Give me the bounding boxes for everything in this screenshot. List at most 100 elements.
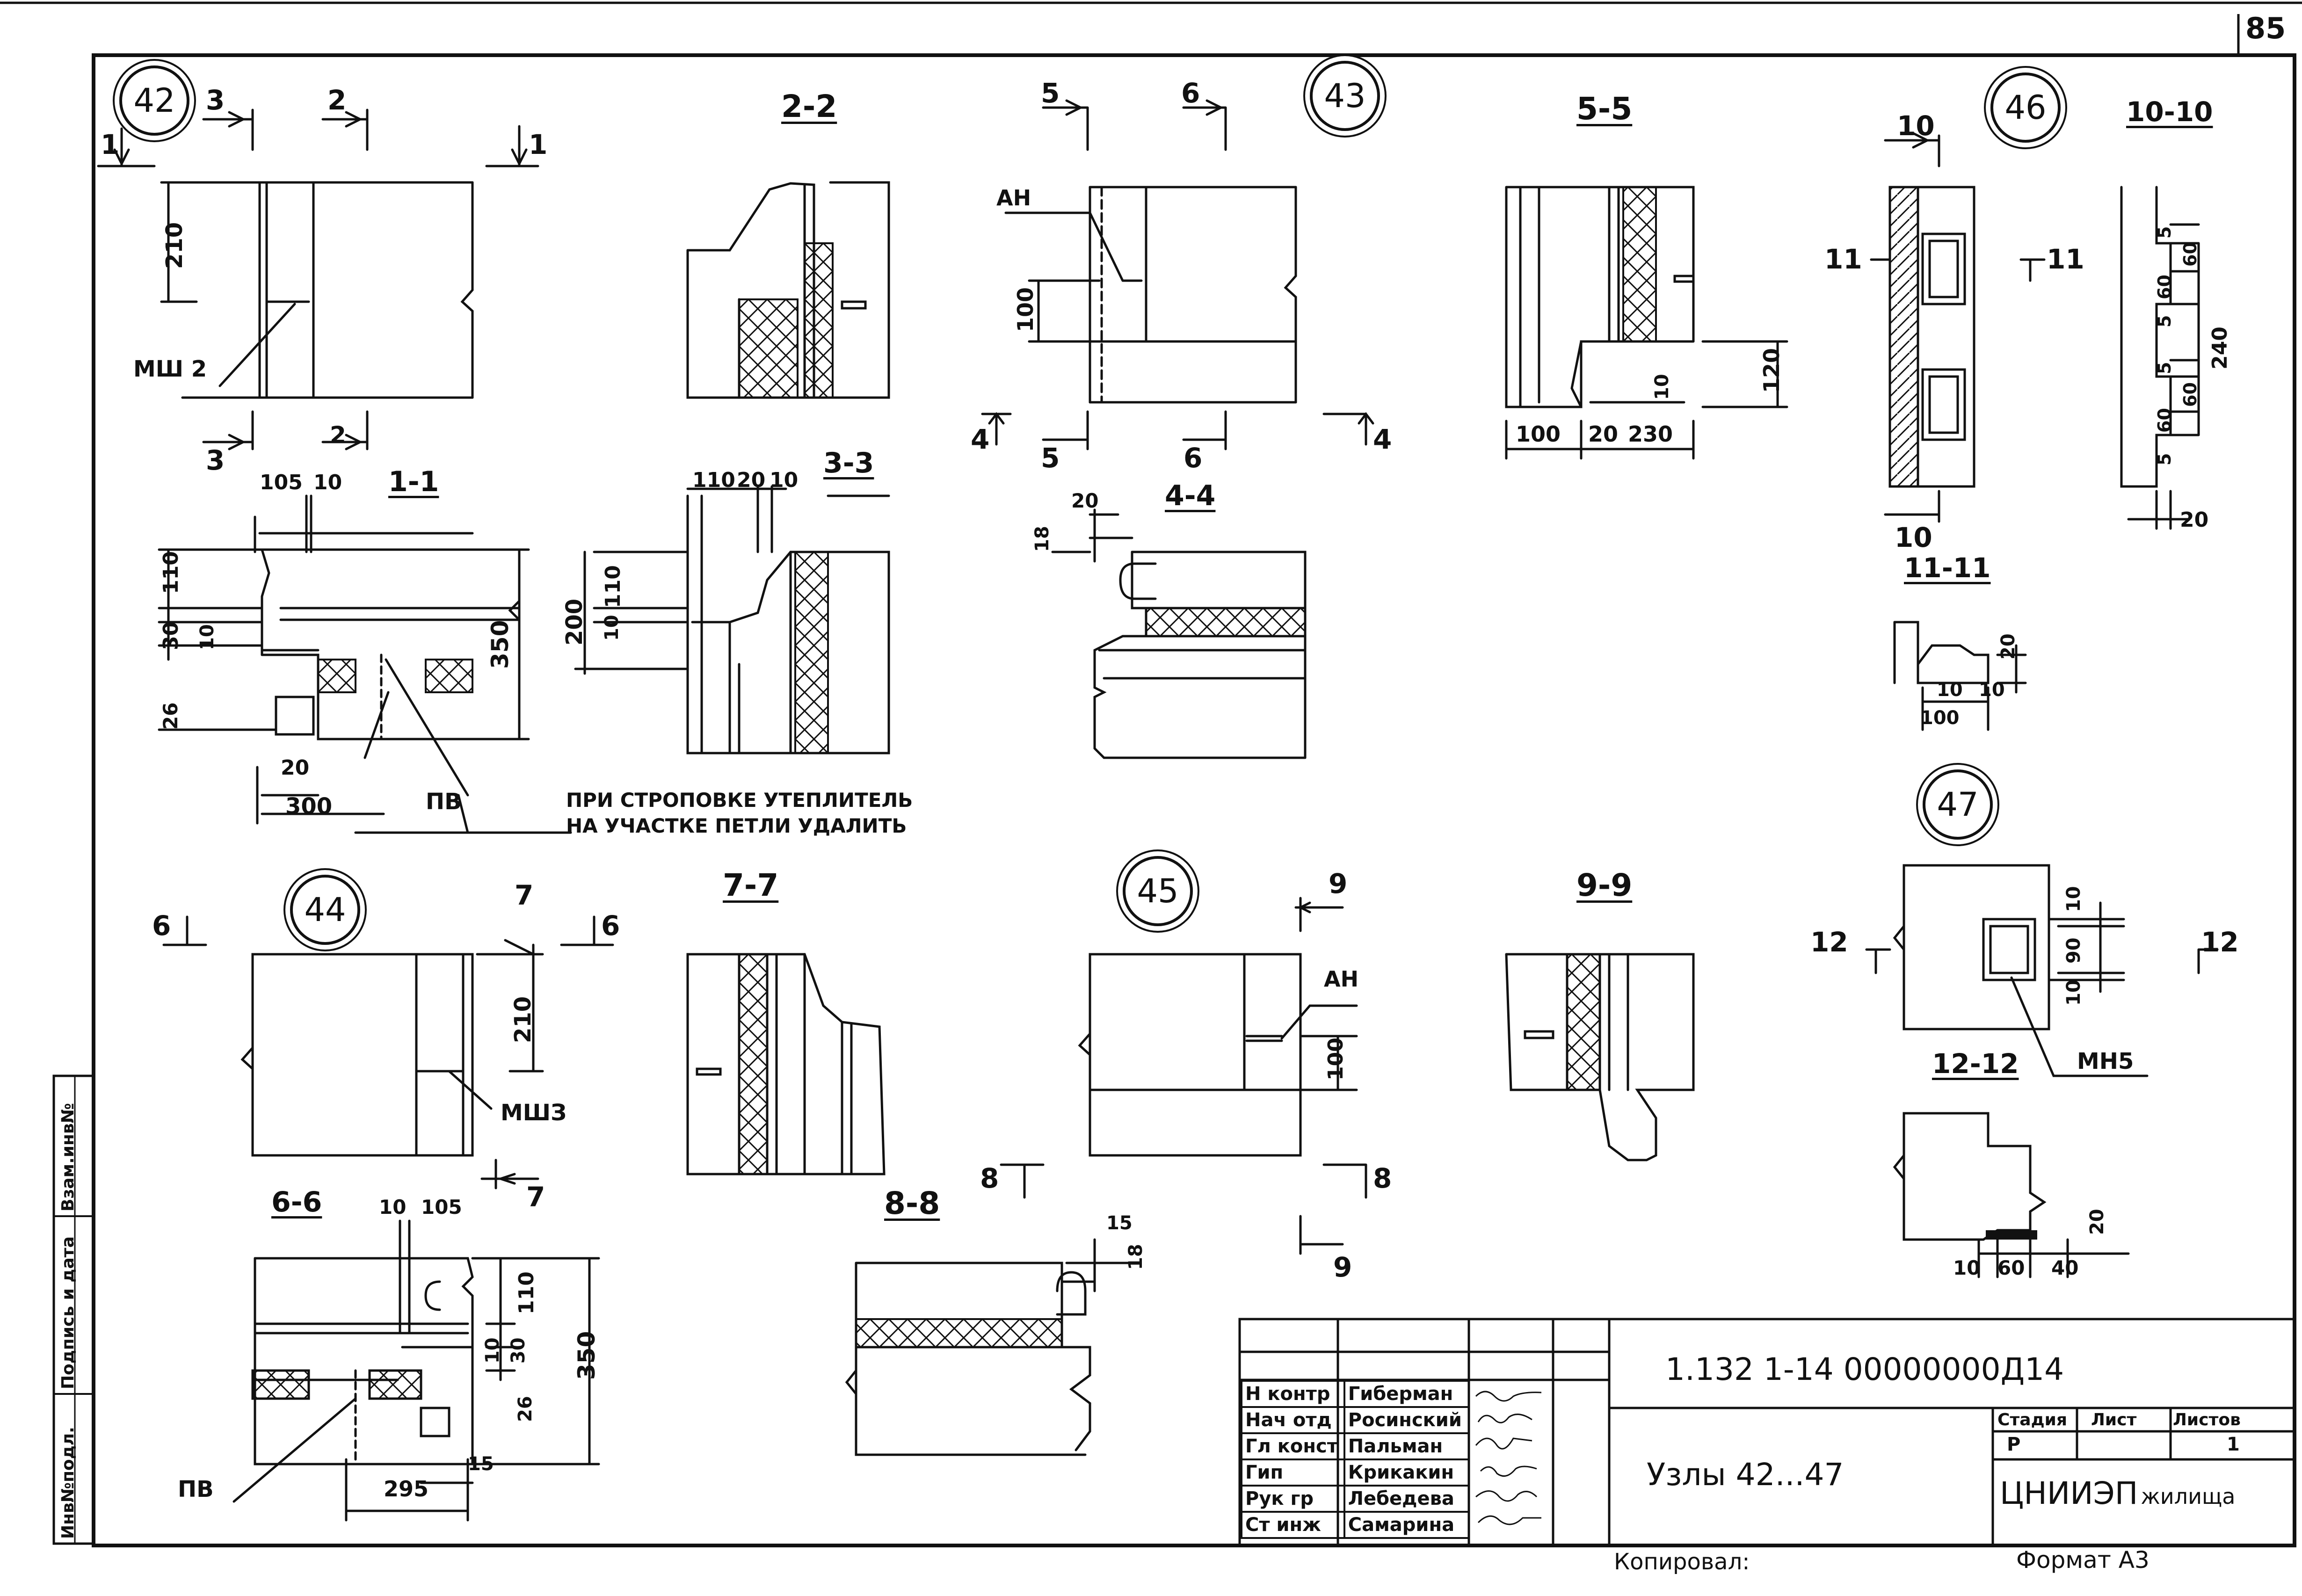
stage-header: Стадия	[1997, 1410, 2067, 1429]
node-45-badge: 45	[1123, 856, 1193, 926]
dim-40: 40	[2051, 1256, 2079, 1279]
cut-mark-7: 7	[526, 1181, 545, 1213]
dim-110: 110	[515, 1271, 538, 1314]
cut-mark-12: 12	[2201, 926, 2239, 958]
name-cell: Самарина	[1343, 1511, 1470, 1539]
handwritten-signatures	[1475, 1391, 1542, 1525]
dim-10: 10	[1937, 679, 1963, 701]
dim-10: 10	[379, 1196, 407, 1219]
dim-105: 105	[421, 1196, 462, 1219]
dim-240: 240	[2208, 326, 2232, 370]
dim-20: 20	[737, 468, 766, 492]
dim-5: 5	[2154, 453, 2175, 465]
role-cell: Нач отд	[1241, 1406, 1345, 1434]
dim-210: 210	[510, 996, 536, 1043]
dim-60: 60	[1997, 1256, 2025, 1279]
slinging-note-line-1: ПРИ СТРОПОВКЕ УТЕПЛИТЕЛЬ	[566, 789, 913, 812]
anchor-label-an: АН	[1324, 966, 1359, 992]
dim-20: 20	[1071, 489, 1099, 512]
cut-mark-6: 6	[1184, 442, 1203, 474]
cut-mark-3: 3	[206, 84, 225, 116]
dim-10: 10	[1979, 679, 2005, 701]
dim-10: 10	[770, 468, 799, 492]
section-title-12-12: 12-12	[1932, 1048, 2019, 1080]
side-stamp-signature-date: Подпись и дата	[58, 1236, 78, 1389]
dim-15: 15	[468, 1453, 494, 1475]
cut-mark-9: 9	[1329, 868, 1348, 900]
role-cell: Гл конст	[1241, 1432, 1345, 1460]
section-title-5-5: 5-5	[1576, 91, 1633, 127]
cut-mark-6: 6	[152, 910, 171, 942]
organization-abbrev: ЦНИИЭП	[2000, 1475, 2138, 1511]
dim-20: 20	[2180, 508, 2209, 532]
dim-30: 30	[159, 621, 183, 650]
organization-suffix: жилища	[2141, 1484, 2236, 1509]
dim-105: 105	[260, 471, 303, 494]
dim-10: 10	[1651, 374, 1673, 400]
dim-10: 10	[2063, 979, 2084, 1006]
node-42-label: 42	[133, 81, 175, 120]
slinging-note-line-2: НА УЧАСТКЕ ПЕТЛИ УДАЛИТЬ	[566, 814, 907, 837]
dim-90: 90	[2063, 937, 2084, 964]
copied-by-label: Копировал:	[1614, 1549, 1750, 1575]
cut-mark-1: 1	[529, 129, 548, 160]
anchor-label-msh2: МШ 2	[133, 356, 207, 382]
section-title-6-6: 6-6	[271, 1186, 322, 1219]
name-cell: Пальман	[1343, 1432, 1470, 1460]
dim-230: 230	[1628, 421, 1673, 447]
dim-10: 10	[313, 471, 342, 494]
dim-15: 15	[1106, 1212, 1133, 1234]
cut-mark-5: 5	[1041, 442, 1060, 474]
dim-60: 60	[2154, 408, 2175, 433]
role-cell: Н контр	[1241, 1380, 1345, 1408]
dim-60: 60	[2180, 242, 2200, 267]
dim-60: 60	[2180, 382, 2200, 407]
dim-5: 5	[2154, 315, 2175, 327]
role-cell: Рук гр	[1241, 1485, 1345, 1513]
cut-mark-11: 11	[1824, 243, 1862, 275]
dim-5: 5	[2154, 226, 2175, 239]
dim-110: 110	[601, 565, 625, 608]
cut-mark-1: 1	[101, 129, 120, 160]
stage-value: Р	[2007, 1434, 2021, 1455]
role-cell: Ст инж	[1241, 1511, 1345, 1539]
dim-5: 5	[2154, 362, 2175, 374]
dim-100: 100	[1516, 421, 1561, 447]
dim-18: 18	[1125, 1244, 1147, 1270]
node-46-badge: 46	[1990, 73, 2061, 143]
role-cell: Гип	[1241, 1458, 1345, 1487]
node-47-label: 47	[1937, 785, 1979, 824]
dim-20: 20	[1997, 633, 2019, 660]
section-title-2-2: 2-2	[781, 88, 837, 124]
cut-mark-10: 10	[1897, 110, 1935, 142]
section-title-8-8: 8-8	[884, 1185, 940, 1221]
dim-120: 120	[1759, 348, 1784, 393]
sheets-value: 1	[2227, 1434, 2240, 1455]
name-cell: Крикакин	[1343, 1458, 1470, 1487]
dim-200: 200	[561, 598, 588, 646]
cut-mark-2: 2	[330, 421, 346, 449]
page-number: 85	[2245, 11, 2286, 45]
mn5-label: МН5	[2077, 1048, 2134, 1074]
section-title-3-3: 3-3	[823, 447, 874, 479]
side-stamp-replacement-inv: Взам.инв№	[58, 1103, 78, 1212]
node-47-badge: 47	[1923, 769, 1993, 840]
dim-10: 10	[196, 624, 218, 650]
section-title-7-7: 7-7	[723, 867, 779, 903]
dim-10: 10	[482, 1337, 503, 1364]
cut-mark-9: 9	[1333, 1251, 1352, 1283]
dim-295: 295	[384, 1476, 429, 1502]
dim-110: 110	[692, 468, 735, 492]
name-cell: Лебедева	[1343, 1485, 1470, 1513]
cut-mark-6: 6	[1181, 77, 1200, 109]
section-title-9-9: 9-9	[1576, 867, 1633, 903]
drawing-title: Узлы 42...47	[1647, 1457, 1844, 1493]
document-code: 1.132 1-14 00000000Д14	[1665, 1351, 2064, 1387]
dim-10: 10	[2063, 886, 2084, 912]
dim-30: 30	[508, 1337, 529, 1364]
